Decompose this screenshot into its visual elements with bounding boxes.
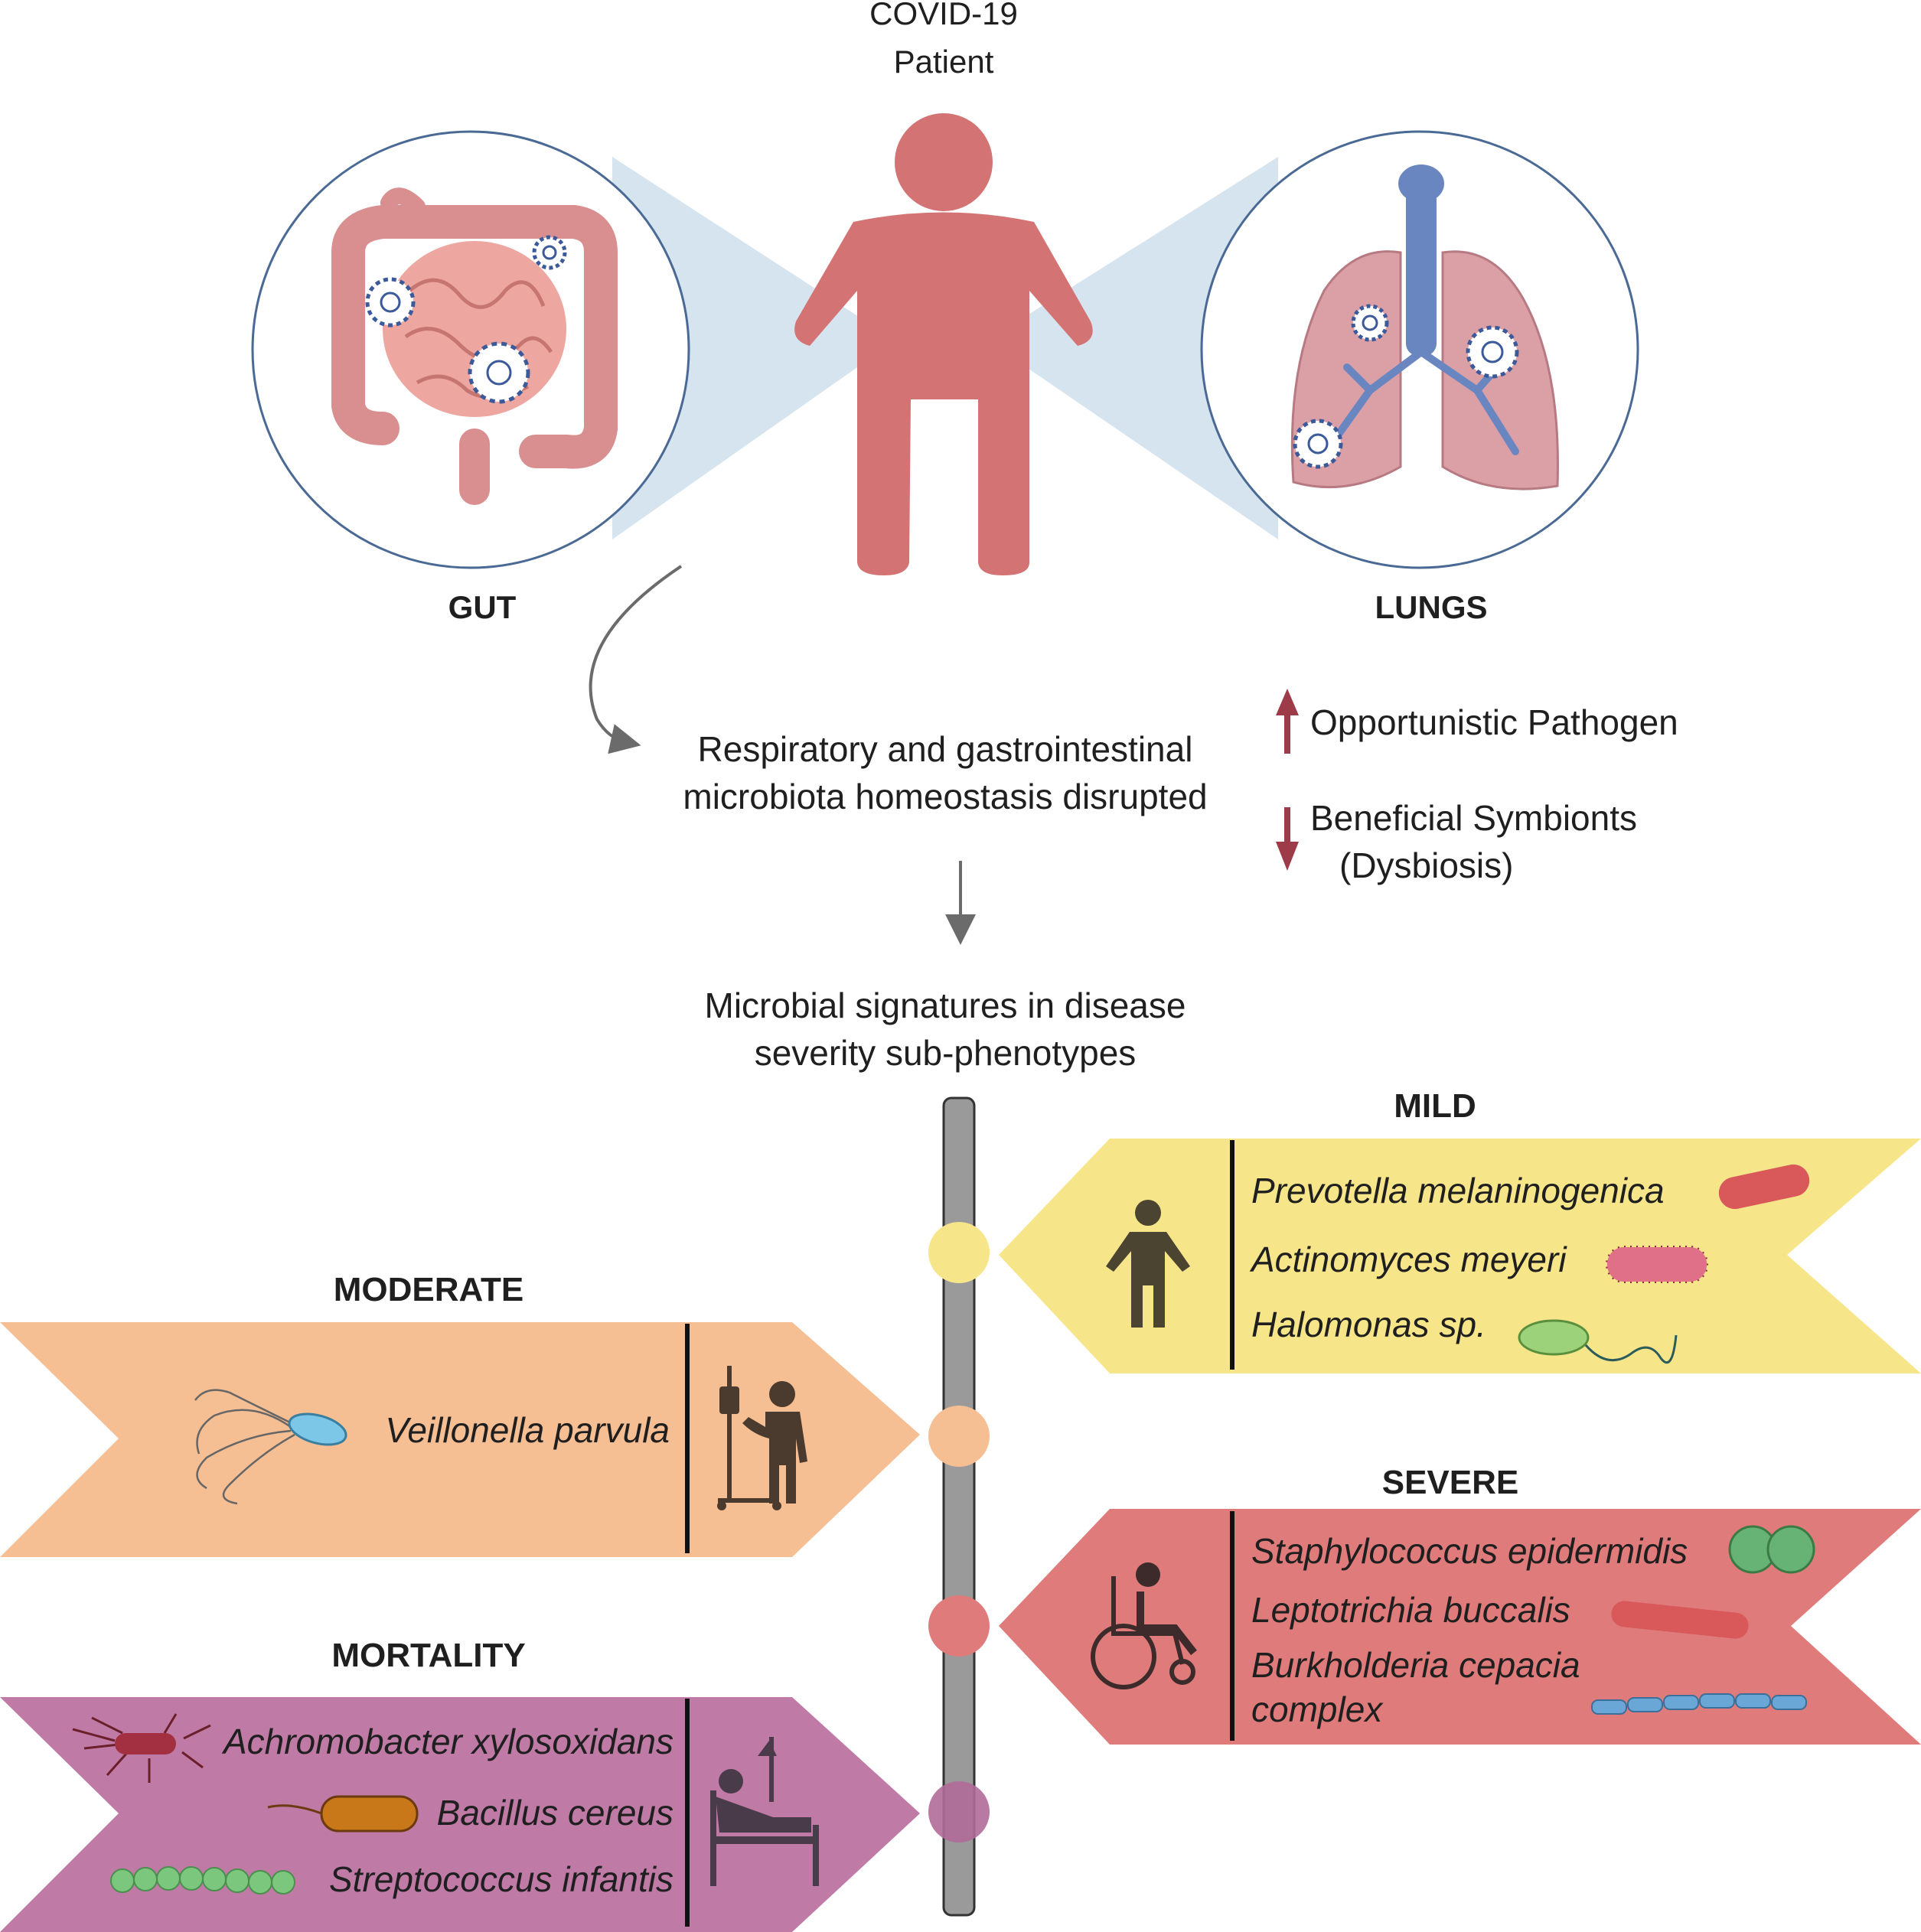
virus-icon <box>1293 419 1343 469</box>
rod-bacterium-icon <box>1718 1164 1810 1210</box>
beneficial-symbionts-label: Beneficial Symbionts <box>1310 798 1637 838</box>
mild-bacterium-1: Prevotella melaninogenica <box>1251 1171 1665 1210</box>
diplococcus-icon <box>1728 1525 1815 1574</box>
signatures-line1: Microbial signatures in disease <box>705 986 1186 1025</box>
patient-title-line2: Patient <box>894 44 994 80</box>
mortality-marker <box>928 1781 990 1842</box>
flagellated-bacterium-icon <box>1518 1319 1678 1364</box>
virus-icon <box>1351 304 1389 342</box>
hairy-rod-bacterium-icon <box>1606 1246 1708 1283</box>
mortality-bacterium-3: Streptococcus infantis <box>329 1859 673 1899</box>
severe-bacterium-1: Staphylococcus epidermidis <box>1251 1531 1688 1571</box>
virus-icon <box>1466 325 1519 379</box>
up-arrow-icon <box>1276 689 1299 754</box>
hairy-bacterium-icon <box>72 1713 211 1783</box>
opportunistic-pathogen-label: Opportunistic Pathogen <box>1310 702 1678 742</box>
gut-cone <box>612 157 895 539</box>
disrupted-line1: Respiratory and gastrointestinal <box>698 729 1193 769</box>
mild-bacterium-2: Actinomyces meyeri <box>1249 1240 1567 1279</box>
patient-figure-icon <box>794 113 1093 575</box>
mortality-bacterium-2: Bacillus cereus <box>437 1793 673 1833</box>
moderate-marker <box>928 1406 990 1467</box>
severe-marker <box>928 1595 990 1657</box>
severe-banner <box>999 1509 1921 1745</box>
hospital-patient-iv-icon <box>717 1366 807 1510</box>
severe-bacterium-3: Burkholderia cepacia <box>1251 1645 1580 1685</box>
disrupted-line2: microbiota homeostasis disrupted <box>683 777 1207 816</box>
moderate-title: MODERATE <box>334 1271 524 1308</box>
severe-title: SEVERE <box>1382 1464 1519 1501</box>
mild-title: MILD <box>1394 1087 1476 1125</box>
signatures-line2: severity sub-phenotypes <box>755 1033 1137 1073</box>
patient-title-line1: COVID-19 <box>869 0 1018 31</box>
chain-bacterium-icon <box>1591 1693 1807 1715</box>
lungs-illustration-icon <box>1200 130 1639 569</box>
severe-bacterium-3-cont: complex <box>1251 1689 1384 1729</box>
mortality-bacterium-1: Achromobacter xylosoxidans <box>221 1722 673 1761</box>
moderate-banner <box>0 1322 920 1557</box>
mild-banner <box>999 1139 1921 1373</box>
hospital-bed-patient-icon <box>710 1737 819 1886</box>
gut-label: GUT <box>448 589 517 625</box>
streptococcus-chain-icon <box>110 1866 295 1895</box>
curved-arrow-icon <box>589 565 683 754</box>
lungs-label: LUNGS <box>1375 589 1488 625</box>
gut-illustration-icon <box>251 130 690 569</box>
virus-icon <box>365 277 416 327</box>
lungs-cone <box>987 157 1278 539</box>
moderate-bacterium-1: Veillonella parvula <box>385 1410 670 1450</box>
dysbiosis-label: (Dysbiosis) <box>1339 845 1513 885</box>
severe-bacterium-2: Leptotrichia buccalis <box>1251 1590 1570 1630</box>
mortality-title: MORTALITY <box>331 1637 525 1674</box>
virus-icon <box>532 235 567 270</box>
down-arrow-icon <box>1276 807 1299 871</box>
long-rod-bacterium-icon <box>1611 1601 1749 1639</box>
flagellated-rod-bacterium-icon <box>267 1795 419 1833</box>
mild-bacterium-3: Halomonas sp. <box>1251 1305 1486 1344</box>
mild-marker <box>928 1222 990 1283</box>
severity-timeline-bar <box>942 1096 976 1917</box>
flagellated-bacterium-icon <box>194 1389 347 1505</box>
standing-person-icon <box>1106 1200 1190 1328</box>
virus-icon <box>468 341 530 404</box>
wheelchair-person-icon <box>1091 1562 1197 1689</box>
